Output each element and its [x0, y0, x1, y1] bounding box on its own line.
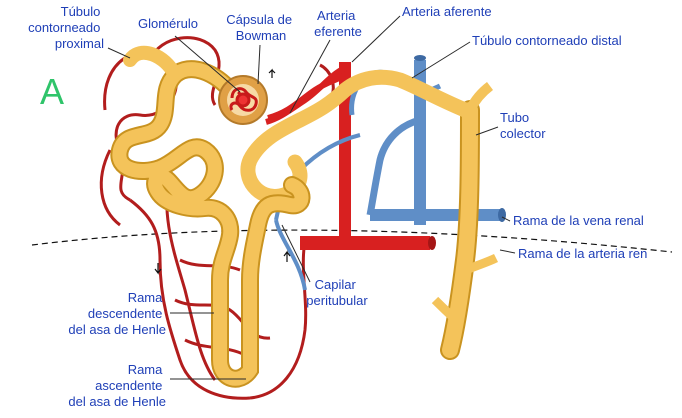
- label-rama-arteria-renal: Rama de la arteria ren: [518, 246, 647, 261]
- label-glomerulo: Glomérulo: [138, 16, 198, 31]
- label-capilar-peritubular: Capilar peritubular: [306, 277, 368, 308]
- label-tubulo-contorneado-distal: Túbulo contorneado distal: [472, 33, 622, 48]
- label-rama-descendente: Rama descendente del asa de Henle: [68, 290, 166, 337]
- label-tubo-colector: Tubo colector: [500, 110, 546, 141]
- label-tubulo-contorneado-proximal: Túbulo contorneado proximal: [28, 4, 104, 51]
- vein-top-end: [414, 55, 426, 61]
- label-rama-vena-renal: Rama de la vena renal: [513, 213, 644, 228]
- label-arteria-eferente: Arteria eferente: [314, 8, 362, 39]
- label-rama-ascendente: Rama ascendente del asa de Henle: [68, 362, 166, 409]
- panel-letter: A: [40, 71, 64, 112]
- renal-vein-end: [498, 208, 506, 222]
- label-arteria-aferente: Arteria aferente: [402, 4, 492, 19]
- renal-artery-end: [428, 236, 436, 250]
- label-capsula-bowman: Cápsula de Bowman: [226, 12, 295, 43]
